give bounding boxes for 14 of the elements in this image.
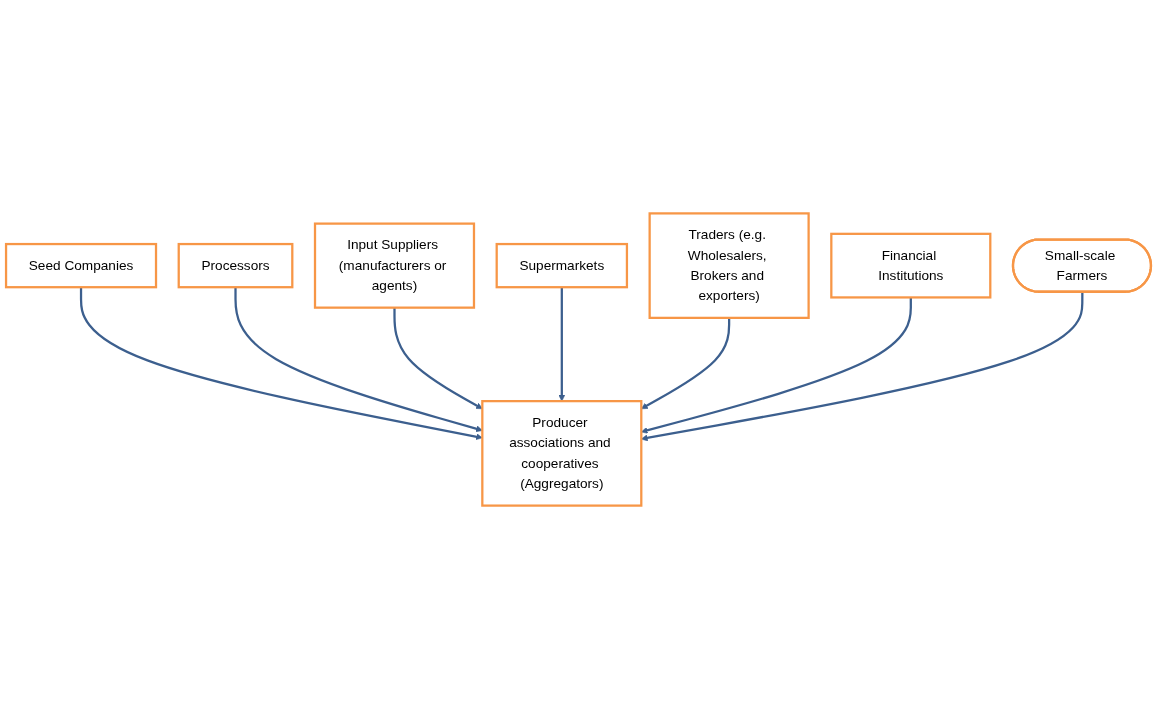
arrow [641, 317, 731, 410]
node-box: Seed Companies [4, 242, 158, 289]
arrow [641, 292, 1084, 442]
node-box: Processors [177, 242, 294, 289]
arrow [79, 287, 483, 440]
arrow [641, 297, 912, 434]
arrow [558, 287, 566, 402]
node-box: Producer associations and cooperatives (Aggregators) [481, 400, 643, 507]
node-box: Traders (e.g. Wholesalers, Brokers and exporters) [648, 212, 810, 319]
node-box: Input Suppliers (manufacturers or agents) [313, 222, 476, 309]
arrow [234, 287, 483, 433]
node-box: Supermarkets [495, 242, 629, 289]
arrow [393, 307, 483, 410]
node-box: Financial Institutions [830, 232, 992, 299]
